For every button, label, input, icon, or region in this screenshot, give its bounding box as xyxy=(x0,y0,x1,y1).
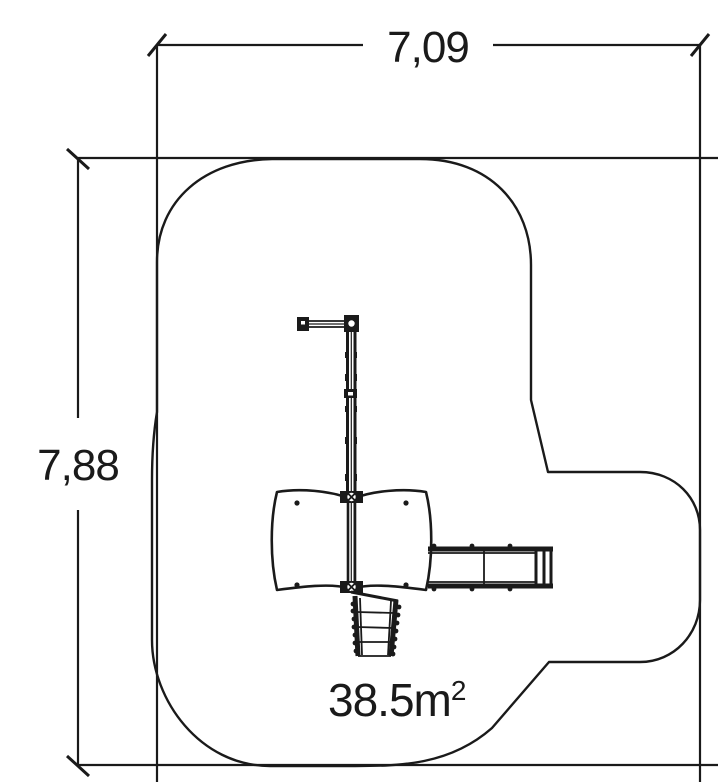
area-label-value: 38.5m2 xyxy=(328,674,466,726)
ladder-stringer-left xyxy=(352,595,361,657)
area-annotation: 38.5m2 xyxy=(328,674,467,726)
ramp-fixing-dot xyxy=(469,543,475,549)
ramp-fixing-dot xyxy=(431,586,437,592)
ladder-rung xyxy=(356,611,395,614)
dimension-tick-right xyxy=(689,33,711,57)
panel-fixing-dot xyxy=(294,500,300,506)
panel-fixing-dot xyxy=(403,582,409,588)
dimension-tick-bottom xyxy=(65,754,91,778)
dimension-width: 7,09 xyxy=(146,23,711,782)
deck-panel-left xyxy=(270,488,350,592)
ladder-rung xyxy=(356,626,394,629)
mast-top-connector-bore xyxy=(348,320,355,327)
area-value: 38.5 xyxy=(328,674,414,726)
arm-end-connector-bore xyxy=(301,321,305,325)
safety-zone-outline xyxy=(150,157,702,768)
area-exponent: 2 xyxy=(451,675,466,706)
dimension-label-width: 7,09 xyxy=(387,23,469,72)
dimension-tick-top xyxy=(65,147,91,171)
ladder-grab-handles xyxy=(350,601,402,657)
ramp-fixing-dot xyxy=(507,586,513,592)
area-unit: m xyxy=(414,674,451,726)
ramp-fixing-dot xyxy=(507,543,513,549)
deck-panel-right xyxy=(353,488,433,592)
equipment-deck-panels xyxy=(270,488,433,593)
equipment-ladder xyxy=(350,590,402,657)
dimension-label-height: 7,88 xyxy=(37,441,119,490)
equipment-ramp xyxy=(428,543,553,592)
deck-hub-bottom xyxy=(340,581,363,593)
mast-joint-markers xyxy=(344,352,357,481)
panel-fixing-dot xyxy=(403,500,409,506)
ladder-top-connector xyxy=(350,590,399,603)
safety-zone-boundary xyxy=(150,157,702,768)
deck-hub-top xyxy=(340,491,363,503)
panel-fixing-dot xyxy=(294,582,300,588)
dimension-tick-left xyxy=(146,33,168,57)
ramp-fixing-dot xyxy=(431,543,437,549)
ramp-fixing-dot xyxy=(469,586,475,592)
